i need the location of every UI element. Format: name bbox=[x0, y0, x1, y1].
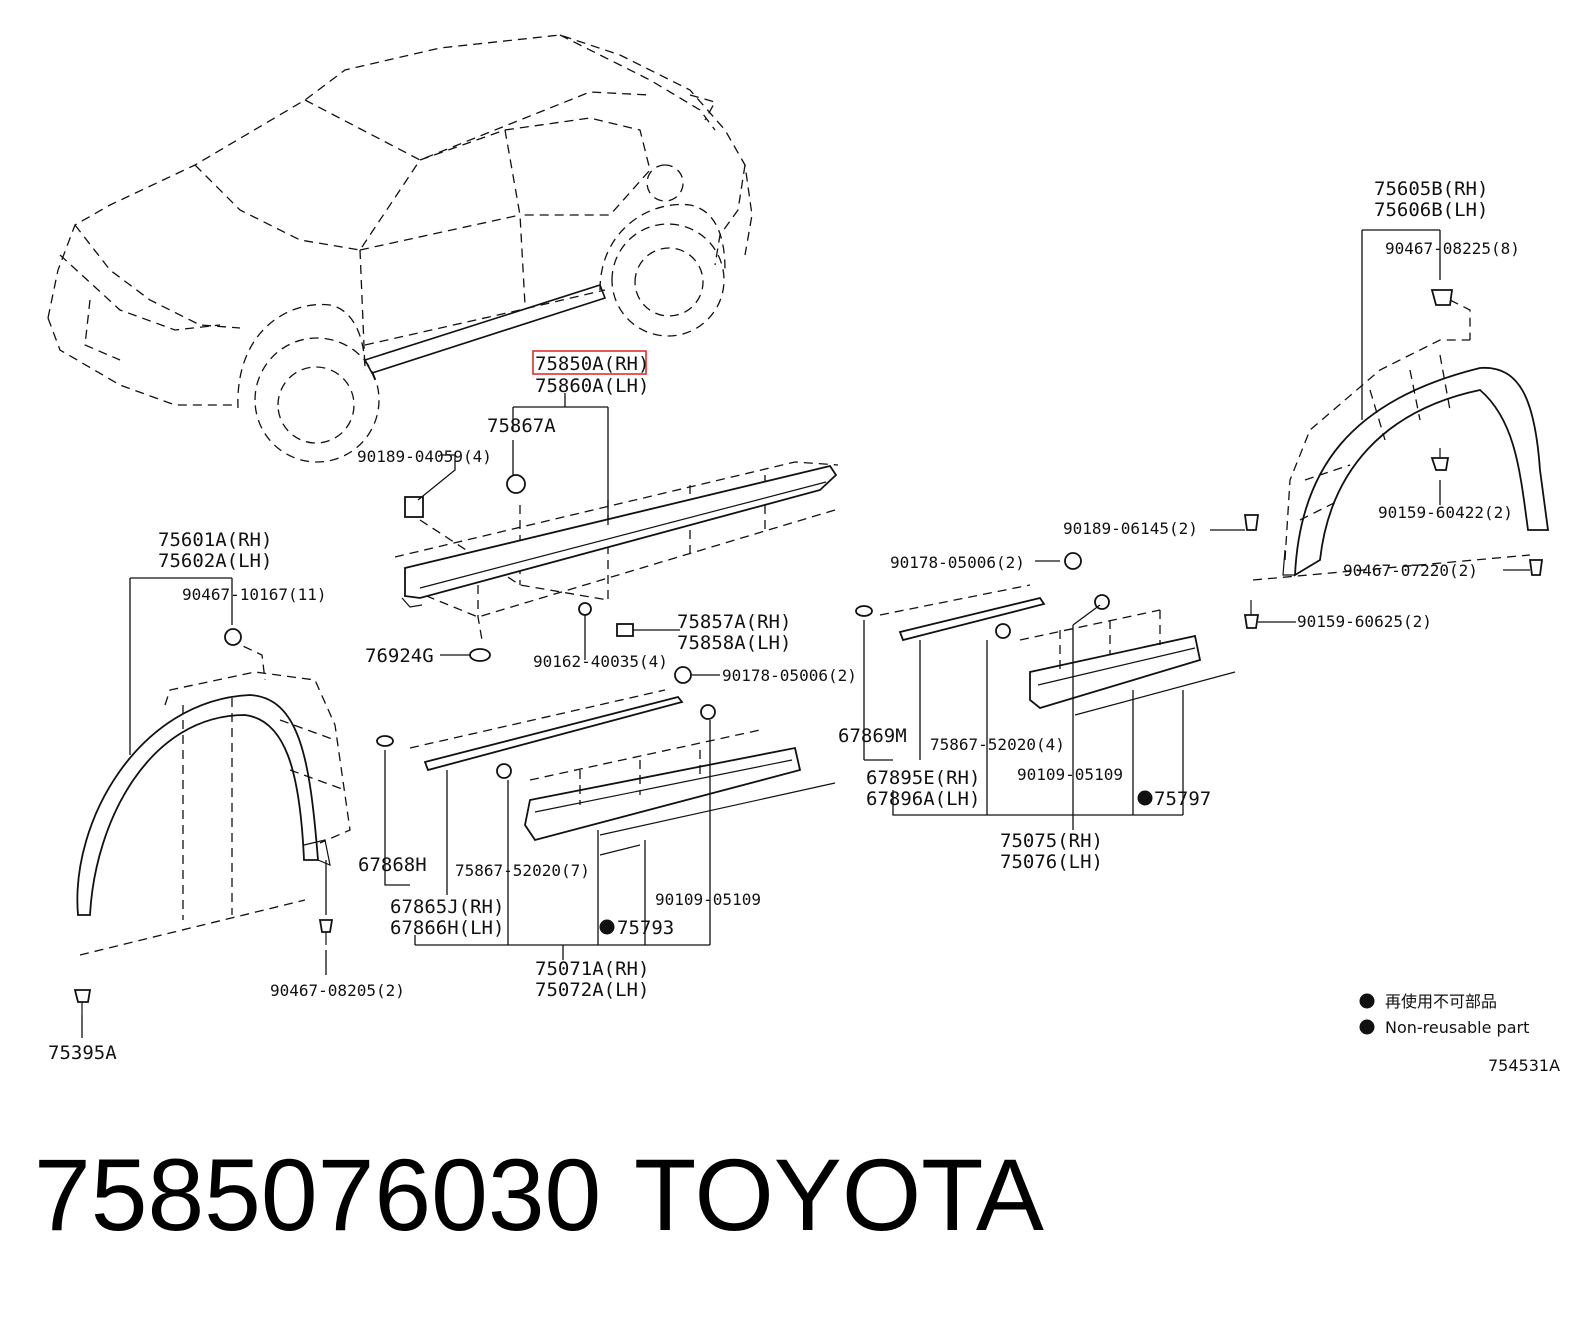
label-90467-08225[interactable]: 90467-08225(8) bbox=[1385, 239, 1520, 258]
rocker-moulding-part bbox=[404, 464, 838, 599]
label-75867-52020-4[interactable]: 75867-52020(4) bbox=[930, 735, 1065, 754]
label-75858a[interactable]: 75858A(LH) bbox=[677, 632, 791, 654]
label-90178-a[interactable]: 90178-05006(2) bbox=[722, 666, 857, 685]
clip-67869m bbox=[855, 605, 873, 617]
label-67868h[interactable]: 67868H bbox=[358, 854, 427, 876]
label-75075[interactable]: 75075(RH) bbox=[1000, 830, 1103, 852]
grommet-75867a bbox=[506, 474, 526, 494]
label-75395a[interactable]: 75395A bbox=[48, 1042, 117, 1064]
figure-id: 754531A bbox=[1488, 1056, 1560, 1075]
door-moulding-rear-part bbox=[1029, 634, 1202, 709]
clip-90467-10167 bbox=[224, 628, 242, 646]
label-90109-b[interactable]: 90109-05109 bbox=[1017, 765, 1123, 784]
brand-name: TOYOTA bbox=[634, 1138, 1044, 1252]
grommet-front-75867 bbox=[496, 763, 512, 779]
non-reusable-dot-75797 bbox=[1137, 790, 1153, 806]
label-90178-b[interactable]: 90178-05006(2) bbox=[890, 553, 1025, 572]
grommet-rear-75867 bbox=[995, 623, 1011, 639]
label-90467-07220[interactable]: 90467-07220(2) bbox=[1343, 561, 1478, 580]
label-75605b[interactable]: 75605B(RH) bbox=[1374, 178, 1488, 200]
label-75867-52020-7[interactable]: 75867-52020(7) bbox=[455, 861, 590, 880]
label-90109-a[interactable]: 90109-05109 bbox=[655, 890, 761, 909]
clip-90467-07220 bbox=[1528, 559, 1544, 576]
label-75601a[interactable]: 75601A(RH) bbox=[158, 529, 272, 551]
label-75793[interactable]: 75793 bbox=[617, 917, 674, 939]
clip-90189-06145 bbox=[1243, 514, 1260, 531]
belt-67868h bbox=[423, 695, 684, 772]
label-67896a[interactable]: 67896A(LH) bbox=[866, 788, 980, 810]
rear-fender-part bbox=[1294, 367, 1550, 577]
screw-90162 bbox=[578, 602, 592, 616]
label-67865j[interactable]: 67865J(RH) bbox=[390, 896, 504, 918]
label-67895e[interactable]: 67895E(RH) bbox=[866, 767, 980, 789]
label-90159-60625[interactable]: 90159-60625(2) bbox=[1297, 612, 1432, 631]
label-75850a[interactable]: 75850A(RH) bbox=[535, 353, 649, 375]
clip-90178-a bbox=[674, 666, 692, 684]
label-75797[interactable]: 75797 bbox=[1154, 788, 1211, 810]
clip-75395a bbox=[73, 989, 92, 1003]
legend: 再使用不可部品 Non-reusable part 754531A bbox=[1359, 992, 1560, 1075]
car-rocker-highlight bbox=[363, 284, 607, 374]
rear-fender-group bbox=[1210, 229, 1550, 629]
part-number: 7585076030 bbox=[34, 1138, 602, 1252]
title-bar: 7585076030 TOYOTA bbox=[34, 1135, 1134, 1255]
screw-90159-60625 bbox=[1243, 614, 1260, 629]
clip-76924g bbox=[469, 648, 491, 662]
legend-en: Non-reusable part bbox=[1385, 1018, 1529, 1037]
clip-90467-08225 bbox=[1430, 289, 1454, 306]
leaders-top bbox=[417, 393, 680, 660]
vehicle-outline bbox=[47, 34, 753, 463]
label-75860a[interactable]: 75860A(LH) bbox=[535, 375, 649, 397]
label-90189-06145[interactable]: 90189-06145(2) bbox=[1063, 519, 1198, 538]
callout-labels: 75850A(RH) 75860A(LH) 75867A 90189-04059… bbox=[48, 178, 1520, 1064]
label-67869m[interactable]: 67869M bbox=[838, 725, 907, 747]
label-90159-60422[interactable]: 90159-60422(2) bbox=[1378, 503, 1513, 522]
label-75606b[interactable]: 75606B(LH) bbox=[1374, 199, 1488, 221]
highlight-box bbox=[532, 350, 647, 375]
label-76924g[interactable]: 76924G bbox=[365, 645, 434, 667]
label-75076[interactable]: 75076(LH) bbox=[1000, 851, 1103, 873]
clip-90189-04059 bbox=[404, 496, 424, 518]
label-90162[interactable]: 90162-40035(4) bbox=[533, 652, 668, 671]
rear-door-moulding-group bbox=[855, 552, 1236, 830]
screw-90159-60422 bbox=[1430, 457, 1450, 471]
clip-67868h bbox=[376, 735, 394, 747]
label-90467-08205[interactable]: 90467-08205(2) bbox=[270, 981, 405, 1000]
clip-90178-b bbox=[1064, 552, 1082, 570]
plate-75857a bbox=[616, 623, 634, 637]
front-door-moulding-group bbox=[376, 666, 836, 960]
label-90189-04059[interactable]: 90189-04059(4) bbox=[357, 447, 492, 466]
label-75071a[interactable]: 75071A(RH) bbox=[535, 958, 649, 980]
label-75867a[interactable]: 75867A bbox=[487, 415, 556, 437]
front-fender-part bbox=[76, 694, 319, 916]
rocker-moulding-group bbox=[394, 461, 839, 662]
belt-67869m bbox=[898, 596, 1046, 642]
screw-90467-08205 bbox=[318, 919, 334, 933]
label-67866h[interactable]: 67866H(LH) bbox=[390, 917, 504, 939]
clip-90109-a bbox=[700, 704, 716, 720]
front-fender-group bbox=[73, 577, 351, 1038]
label-75857a[interactable]: 75857A(RH) bbox=[677, 611, 791, 633]
label-75602a[interactable]: 75602A(LH) bbox=[158, 550, 272, 572]
door-moulding-front-part bbox=[524, 746, 802, 842]
label-75072a[interactable]: 75072A(LH) bbox=[535, 979, 649, 1001]
non-reusable-dot-75793 bbox=[599, 919, 615, 935]
legend-dot-en bbox=[1359, 1019, 1375, 1035]
label-90467-10167[interactable]: 90467-10167(11) bbox=[182, 585, 327, 604]
legend-jp: 再使用不可部品 bbox=[1385, 992, 1497, 1011]
legend-dot-jp bbox=[1359, 993, 1375, 1009]
